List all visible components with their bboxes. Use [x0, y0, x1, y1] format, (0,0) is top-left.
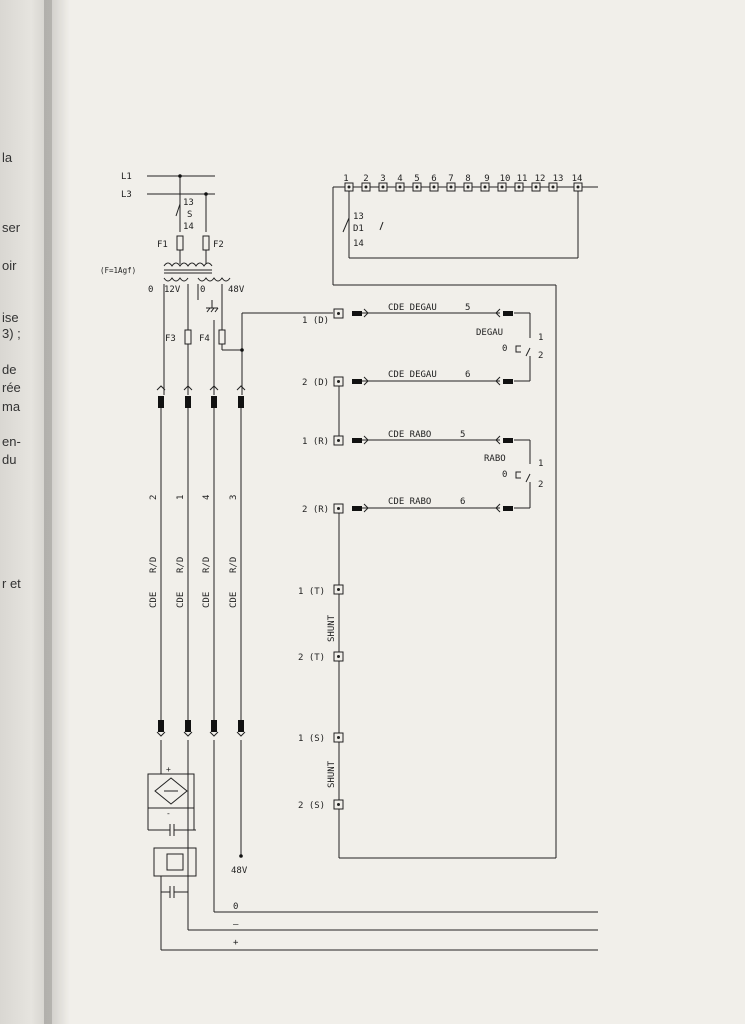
- left-page: [0, 0, 52, 1024]
- relay-d1-terminal-14: 14: [353, 239, 364, 249]
- cable-2-number: 2: [149, 495, 159, 500]
- terminal-number: 11: [517, 174, 528, 184]
- cable-4-rd-label: R/D: [202, 557, 212, 573]
- cable-3-cde-label: CDE: [229, 592, 239, 608]
- connector-2r-label: 2 (R): [302, 505, 329, 515]
- cde-degau-6-number: 6: [465, 370, 470, 380]
- fuse-f4-label: F4: [199, 334, 210, 344]
- fuse-rating-label: (F=1Agf): [100, 266, 136, 275]
- cde-rabo-5-number: 5: [460, 430, 465, 440]
- degau-switch-position-1: 1: [538, 333, 543, 343]
- terminal-number: 7: [448, 174, 453, 184]
- page-gutter: [44, 0, 70, 1024]
- left-page-fragment: r et: [2, 576, 21, 591]
- cde-degau-6-label: CDE DEGAU: [388, 370, 437, 380]
- terminal-number: 12: [535, 174, 546, 184]
- terminal-number: 13: [553, 174, 564, 184]
- left-page-fragment: ser: [2, 220, 21, 235]
- cable-2-rd-label: R/D: [149, 557, 159, 573]
- switch-s-terminal-13: 13: [183, 198, 194, 208]
- left-page-fragment: 3) ;: [2, 326, 21, 341]
- rectifier-minus-sign: -: [166, 809, 171, 818]
- cable-4-cde-label: CDE: [202, 592, 212, 608]
- connector-2t-label: 2 (T): [298, 653, 325, 663]
- cable-3-rd-label: R/D: [229, 557, 239, 573]
- terminal-number: 2: [363, 174, 368, 184]
- line-l1-label: L1: [121, 172, 132, 182]
- connector-2d-label: 2 (D): [302, 378, 329, 388]
- cde-rabo-6-label: CDE RABO: [388, 497, 431, 507]
- left-page-fragment: ise: [2, 310, 19, 325]
- connector-1r-label: 1 (R): [302, 437, 329, 447]
- cde-rabo-5-label: CDE RABO: [388, 430, 431, 440]
- connector-1s-label: 1 (S): [298, 734, 325, 744]
- cable-2-cde-label: CDE: [149, 592, 159, 608]
- transformer-output-12v: 12V: [164, 285, 181, 295]
- left-page-fragment: en-: [2, 434, 21, 449]
- terminal-number: 3: [380, 174, 385, 184]
- terminal-number: 10: [500, 174, 511, 184]
- cde-degau-5-label: CDE DEGAU: [388, 303, 437, 313]
- rectifier-plus-sign: +: [166, 765, 171, 774]
- output-48v-label: 48V: [231, 866, 248, 876]
- degau-switch-label: DEGAU: [476, 328, 503, 338]
- rabo-switch-position-2: 2: [538, 480, 543, 490]
- left-page-fragment: rée: [2, 380, 21, 395]
- cable-1-cde-label: CDE: [176, 592, 186, 608]
- terminal-number: 1: [343, 174, 348, 184]
- left-page-fragment: la: [2, 150, 13, 165]
- terminal-number: 5: [414, 174, 419, 184]
- cable-4-number: 4: [202, 495, 212, 500]
- switch-s-label: S: [187, 210, 192, 220]
- rail-0-label: 0: [233, 902, 238, 912]
- cde-rabo-6-number: 6: [460, 497, 465, 507]
- terminal-number: 4: [397, 174, 402, 184]
- transformer-output-0-left: 0: [148, 285, 153, 295]
- terminal-number: 9: [484, 174, 489, 184]
- degau-switch-position-2: 2: [538, 351, 543, 361]
- left-page-fragment: de: [2, 362, 17, 377]
- fuse-f2-label: F2: [213, 240, 224, 250]
- cde-degau-5-number: 5: [465, 303, 470, 313]
- rail-minus-label: –: [233, 920, 239, 930]
- left-page-fragment: ma: [2, 399, 21, 414]
- connector-1t-label: 1 (T): [298, 587, 325, 597]
- rabo-switch-label: RABO: [484, 454, 506, 464]
- terminal-number: 8: [465, 174, 470, 184]
- relay-d1-label: D1: [353, 224, 364, 234]
- line-l3-label: L3: [121, 190, 132, 200]
- shunt-s-label: SHUNT: [327, 760, 337, 788]
- connector-2s-label: 2 (S): [298, 801, 325, 811]
- connector-1d-label: 1 (D): [302, 316, 329, 326]
- cable-3-number: 3: [229, 495, 239, 500]
- switch-s-terminal-14: 14: [183, 222, 194, 232]
- transformer-output-48v: 48V: [228, 285, 245, 295]
- rabo-switch-position-0: 0: [502, 470, 507, 480]
- rail-plus-label: +: [233, 938, 239, 948]
- terminal-number: 6: [431, 174, 436, 184]
- fuse-f1-label: F1: [157, 240, 168, 250]
- left-page-fragment: oir: [2, 258, 17, 273]
- relay-d1-terminal-13: 13: [353, 212, 364, 222]
- left-page-fragment: du: [2, 452, 17, 467]
- right-page: [52, 0, 745, 1024]
- shunt-t-label: SHUNT: [327, 614, 337, 642]
- transformer-output-0-right: 0: [200, 285, 205, 295]
- cable-1-number: 1: [176, 495, 186, 500]
- rabo-switch-position-1: 1: [538, 459, 543, 469]
- cable-1-rd-label: R/D: [176, 557, 186, 573]
- degau-switch-position-0: 0: [502, 344, 507, 354]
- terminal-number: 14: [572, 174, 583, 184]
- fuse-f3-label: F3: [165, 334, 176, 344]
